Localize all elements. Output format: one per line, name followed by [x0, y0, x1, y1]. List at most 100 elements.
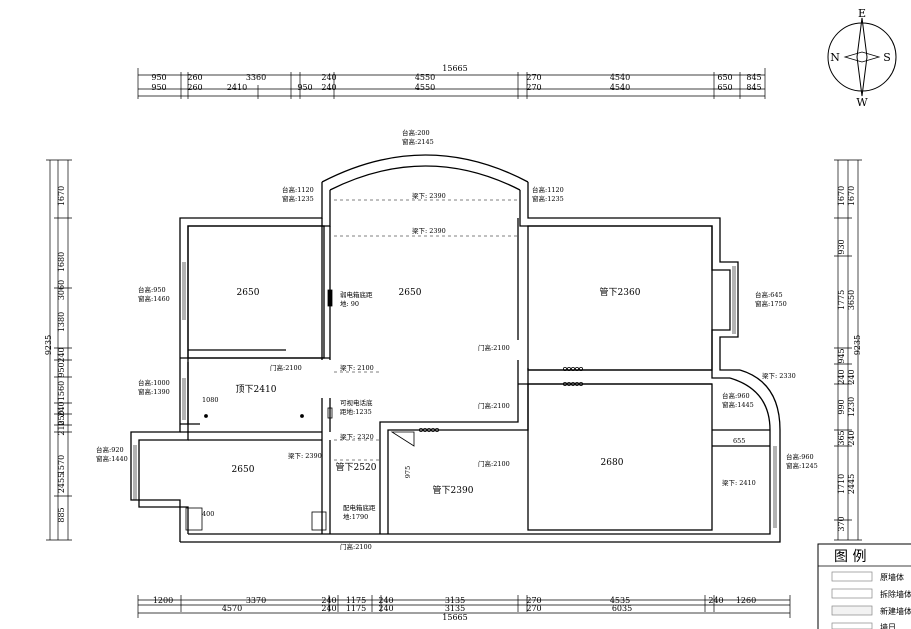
svg-text:4550: 4550 — [415, 83, 435, 92]
svg-text:窗高:1390: 窗高:1390 — [138, 387, 170, 396]
svg-text:门高:2100: 门高:2100 — [478, 343, 510, 352]
svg-text:1380: 1380 — [57, 312, 66, 332]
room-bottom-left: 2650 — [232, 465, 255, 475]
svg-text:窗高:1750: 窗高:1750 — [755, 299, 787, 308]
svg-text:240: 240 — [57, 401, 66, 416]
svg-text:台高:1120: 台高:1120 — [532, 185, 564, 194]
svg-text:650: 650 — [717, 83, 732, 92]
svg-text:1175: 1175 — [346, 604, 366, 613]
svg-text:1710: 1710 — [837, 474, 846, 494]
svg-text:台高:1120: 台高:1120 — [282, 185, 314, 194]
svg-text:270: 270 — [526, 596, 541, 605]
top-dimensions — [137, 68, 766, 99]
svg-text:弱电箱底距: 弱电箱底距 — [340, 290, 373, 299]
svg-text:配电箱底距: 配电箱底距 — [343, 503, 376, 512]
right-dim-segments: 1670 1670 930 1775 3650 945 240 240 990 … — [837, 186, 856, 532]
room-top-left: 2650 — [237, 288, 260, 298]
walls — [130, 154, 781, 543]
svg-text:1200: 1200 — [153, 596, 173, 605]
svg-text:845: 845 — [746, 83, 761, 92]
bottom-total-dim: 15665 — [442, 613, 467, 622]
door-swing — [390, 431, 415, 447]
svg-text:3650: 3650 — [847, 290, 856, 310]
svg-text:可视电话底: 可视电话底 — [340, 398, 373, 407]
compass-south-label: S — [883, 51, 891, 64]
svg-text:2455: 2455 — [57, 473, 66, 493]
sink-fixture — [185, 507, 203, 531]
left-total-dim: 9235 — [44, 335, 53, 355]
svg-text:地: 90: 地: 90 — [340, 299, 359, 308]
svg-text:210: 210 — [57, 420, 66, 435]
windows — [133, 262, 777, 528]
bottom-dim-row2: 4570 240 1175 240 3135 270 6035 — [222, 604, 632, 613]
toilet-fixture — [311, 511, 327, 531]
room-bottom-left-beam: 管下2520 — [336, 461, 377, 473]
svg-text:2445: 2445 — [847, 474, 856, 494]
svg-text:1260: 1260 — [736, 596, 756, 605]
legend-swatch-opening — [831, 622, 873, 629]
legend-title: 图 例 — [834, 549, 866, 565]
svg-text:窗高:1440: 窗高:1440 — [96, 454, 128, 463]
svg-text:990: 990 — [837, 399, 846, 414]
svg-text:1670: 1670 — [847, 186, 856, 206]
svg-text:950: 950 — [297, 83, 312, 92]
fixtures — [185, 289, 584, 531]
svg-text:1080: 1080 — [202, 396, 219, 404]
left-dim-segments: 1670 1680 3060 1380 240 950 1560 240 250… — [57, 186, 66, 523]
svg-text:400: 400 — [202, 510, 214, 518]
room-center: 2650 — [399, 288, 422, 298]
svg-text:梁下: 2330: 梁下: 2330 — [762, 371, 796, 380]
legend: 图 例 原墙体 拆除墙体 新建墙体 墙日 — [817, 543, 911, 629]
left-dimensions — [46, 159, 72, 541]
svg-text:4540: 4540 — [610, 73, 630, 82]
svg-text:270: 270 — [526, 83, 541, 92]
svg-text:975: 975 — [404, 466, 412, 478]
svg-text:梁下: 2390: 梁下: 2390 — [412, 191, 446, 200]
svg-text:1680: 1680 — [57, 252, 66, 272]
svg-text:240: 240 — [847, 369, 856, 384]
svg-text:门高:2100: 门高:2100 — [340, 542, 372, 551]
svg-text:1670: 1670 — [57, 186, 66, 206]
beam-lines — [334, 199, 518, 461]
annotations: 台高:200 窗高:2145 台高:1120 窗高:1235 台高:1120 窗… — [96, 128, 818, 551]
top-dim-row2: 950 260 2410 950 240 4550 270 4540 650 8… — [151, 83, 761, 92]
legend-item-opening: 墙日 — [880, 622, 896, 629]
pipe-circles-a — [563, 366, 584, 371]
svg-text:台高:960: 台高:960 — [722, 391, 750, 400]
legend-swatch-original — [831, 571, 873, 582]
svg-text:650: 650 — [717, 73, 732, 82]
svg-text:窗高:1460: 窗高:1460 — [138, 294, 170, 303]
svg-text:6035: 6035 — [612, 604, 632, 613]
legend-item-demolish: 拆除墙体 — [880, 589, 911, 599]
pipe-circles-b — [563, 381, 584, 386]
svg-text:240: 240 — [378, 604, 393, 613]
svg-text:窗高:1235: 窗高:1235 — [282, 194, 314, 203]
svg-text:3135: 3135 — [445, 604, 465, 613]
svg-text:梁下: 2320: 梁下: 2320 — [340, 432, 374, 441]
svg-text:240: 240 — [708, 596, 723, 605]
svg-text:1775: 1775 — [837, 290, 846, 310]
svg-text:260: 260 — [187, 73, 202, 82]
svg-text:门高:2100: 门高:2100 — [478, 459, 510, 468]
svg-text:655: 655 — [733, 437, 745, 445]
svg-text:3060: 3060 — [57, 280, 66, 300]
svg-text:240: 240 — [837, 369, 846, 384]
svg-text:3370: 3370 — [246, 596, 266, 605]
pipe-circles-c — [418, 427, 439, 432]
svg-text:距地:1235: 距地:1235 — [340, 407, 372, 416]
svg-text:885: 885 — [57, 507, 66, 522]
svg-text:950: 950 — [57, 362, 66, 377]
svg-text:窗高:1245: 窗高:1245 — [786, 461, 818, 470]
svg-text:台高:960: 台高:960 — [786, 452, 814, 461]
bottom-dim-row1: 1200 3370 240 1175 240 3135 270 4535 240… — [153, 596, 756, 605]
room-bottom-mid: 管下2390 — [433, 484, 474, 496]
svg-text:250: 250 — [57, 410, 66, 425]
svg-text:门高:2100: 门高:2100 — [478, 401, 510, 410]
svg-text:台高:645: 台高:645 — [755, 290, 783, 299]
legend-item-original: 原墙体 — [880, 572, 904, 582]
compass-rose: E W N S — [827, 7, 897, 109]
legend-swatch-new — [831, 605, 873, 616]
bottom-dimensions — [137, 595, 791, 618]
svg-text:240: 240 — [321, 604, 336, 613]
room-mid-left: 顶下2410 — [236, 384, 277, 395]
